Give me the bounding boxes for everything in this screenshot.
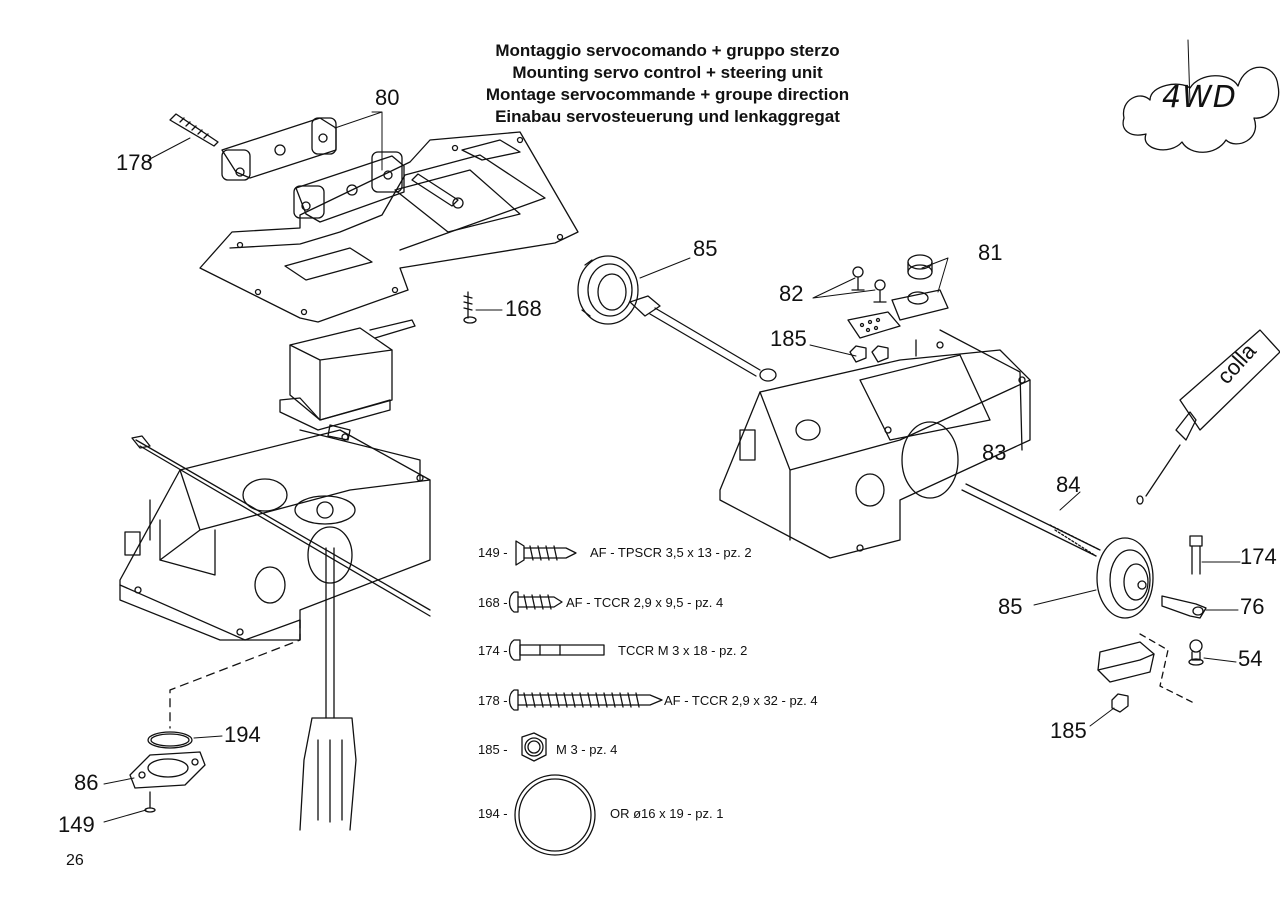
screwdriver — [299, 547, 357, 831]
legend-num-178: 178 - — [478, 693, 508, 708]
callout-76: 76 — [1240, 594, 1265, 619]
flange-86 — [129, 751, 206, 789]
logo-text: 4WD — [1162, 80, 1237, 115]
callout-185-top: 185 — [770, 326, 807, 351]
servo-bracket-upper — [221, 117, 337, 181]
legend-text-185: M 3 - pz. 4 — [556, 742, 618, 757]
long-screw-icon — [508, 689, 663, 711]
legend-num-149: 149 - — [478, 545, 508, 560]
left-steering-housing — [119, 429, 431, 641]
callout-54: 54 — [1238, 646, 1263, 671]
wheel-cup-85-top — [577, 255, 639, 325]
callout-85-top: 85 — [693, 236, 718, 261]
page-number: 26 — [66, 852, 84, 869]
plate-nuts-185 — [847, 311, 917, 363]
title-italian: Montaggio servocomando + gruppo sterzo — [495, 41, 840, 60]
hex-nut-icon — [521, 732, 547, 762]
screw-174 — [1189, 535, 1203, 575]
callout-83: 83 — [982, 440, 1007, 465]
callout-178: 178 — [116, 150, 153, 175]
steering-block — [1097, 641, 1155, 683]
servo-bracket-lower — [293, 151, 405, 223]
legend-text-149: AF - TPSCR 3,5 x 13 - pz. 2 — [590, 545, 752, 560]
o-ring-194 — [147, 731, 193, 749]
legend-text-168: AF - TCCR 2,9 x 9,5 - pz. 4 — [566, 595, 724, 610]
legend-text-194: OR ø16 x 19 - pz. 1 — [610, 806, 724, 821]
legend-text-174: TCCR M 3 x 18 - pz. 2 — [618, 643, 748, 658]
callout-185-bottom: 185 — [1050, 718, 1087, 743]
title-french: Montage servocommande + groupe direction — [485, 85, 850, 104]
title-english: Mounting servo control + steering unit — [512, 63, 823, 82]
tie-rod-top — [629, 295, 777, 382]
screw-149 — [144, 791, 156, 813]
left-steering-rod — [131, 435, 431, 617]
dashed-guide — [169, 619, 301, 729]
diagram-title: Montaggio servocomando + gruppo sterzo M… — [440, 40, 895, 128]
logo-4wd-icon — [1122, 39, 1280, 153]
callout-194: 194 — [224, 722, 261, 747]
ball-end-76 — [1161, 595, 1207, 619]
legend-num-185: 185 - — [478, 742, 508, 757]
screw-178 — [169, 113, 219, 147]
callout-86: 86 — [74, 770, 99, 795]
nut-185-bottom — [1111, 693, 1129, 713]
plate-screw — [411, 173, 464, 209]
right-steering-housing — [719, 329, 1031, 559]
block-dashes — [1139, 633, 1197, 705]
callout-81: 81 — [978, 240, 1003, 265]
servo-unit — [279, 319, 416, 441]
o-ring-icon — [514, 774, 596, 856]
callout-84: 84 — [1056, 472, 1081, 497]
ball-stud-54 — [1188, 639, 1204, 666]
legend-num-174: 174 - — [478, 643, 508, 658]
title-german: Einabau servosteuerung und lenkaggregat — [495, 107, 840, 126]
wheel-cup-85-bottom — [1096, 537, 1154, 619]
callout-80: 80 — [375, 85, 400, 110]
callout-174: 174 — [1240, 544, 1277, 569]
machine-screw-icon — [508, 639, 605, 661]
legend-num-194: 194 - — [478, 806, 508, 821]
screw-168 — [463, 291, 477, 324]
glue-tube — [1136, 329, 1280, 505]
countersunk-screw-icon — [515, 540, 577, 566]
pan-screw-icon — [508, 591, 563, 613]
callout-149: 149 — [58, 812, 95, 837]
legend-num-168: 168 - — [478, 595, 508, 610]
axle-84 — [961, 483, 1101, 557]
callout-82: 82 — [779, 281, 804, 306]
leader-lines — [103, 111, 1241, 823]
servo-plate — [199, 131, 579, 323]
callout-85-bottom: 85 — [998, 594, 1023, 619]
ball-studs-82 — [851, 266, 887, 303]
legend-text-178: AF - TCCR 2,9 x 32 - pz. 4 — [664, 693, 818, 708]
callout-168: 168 — [505, 296, 542, 321]
